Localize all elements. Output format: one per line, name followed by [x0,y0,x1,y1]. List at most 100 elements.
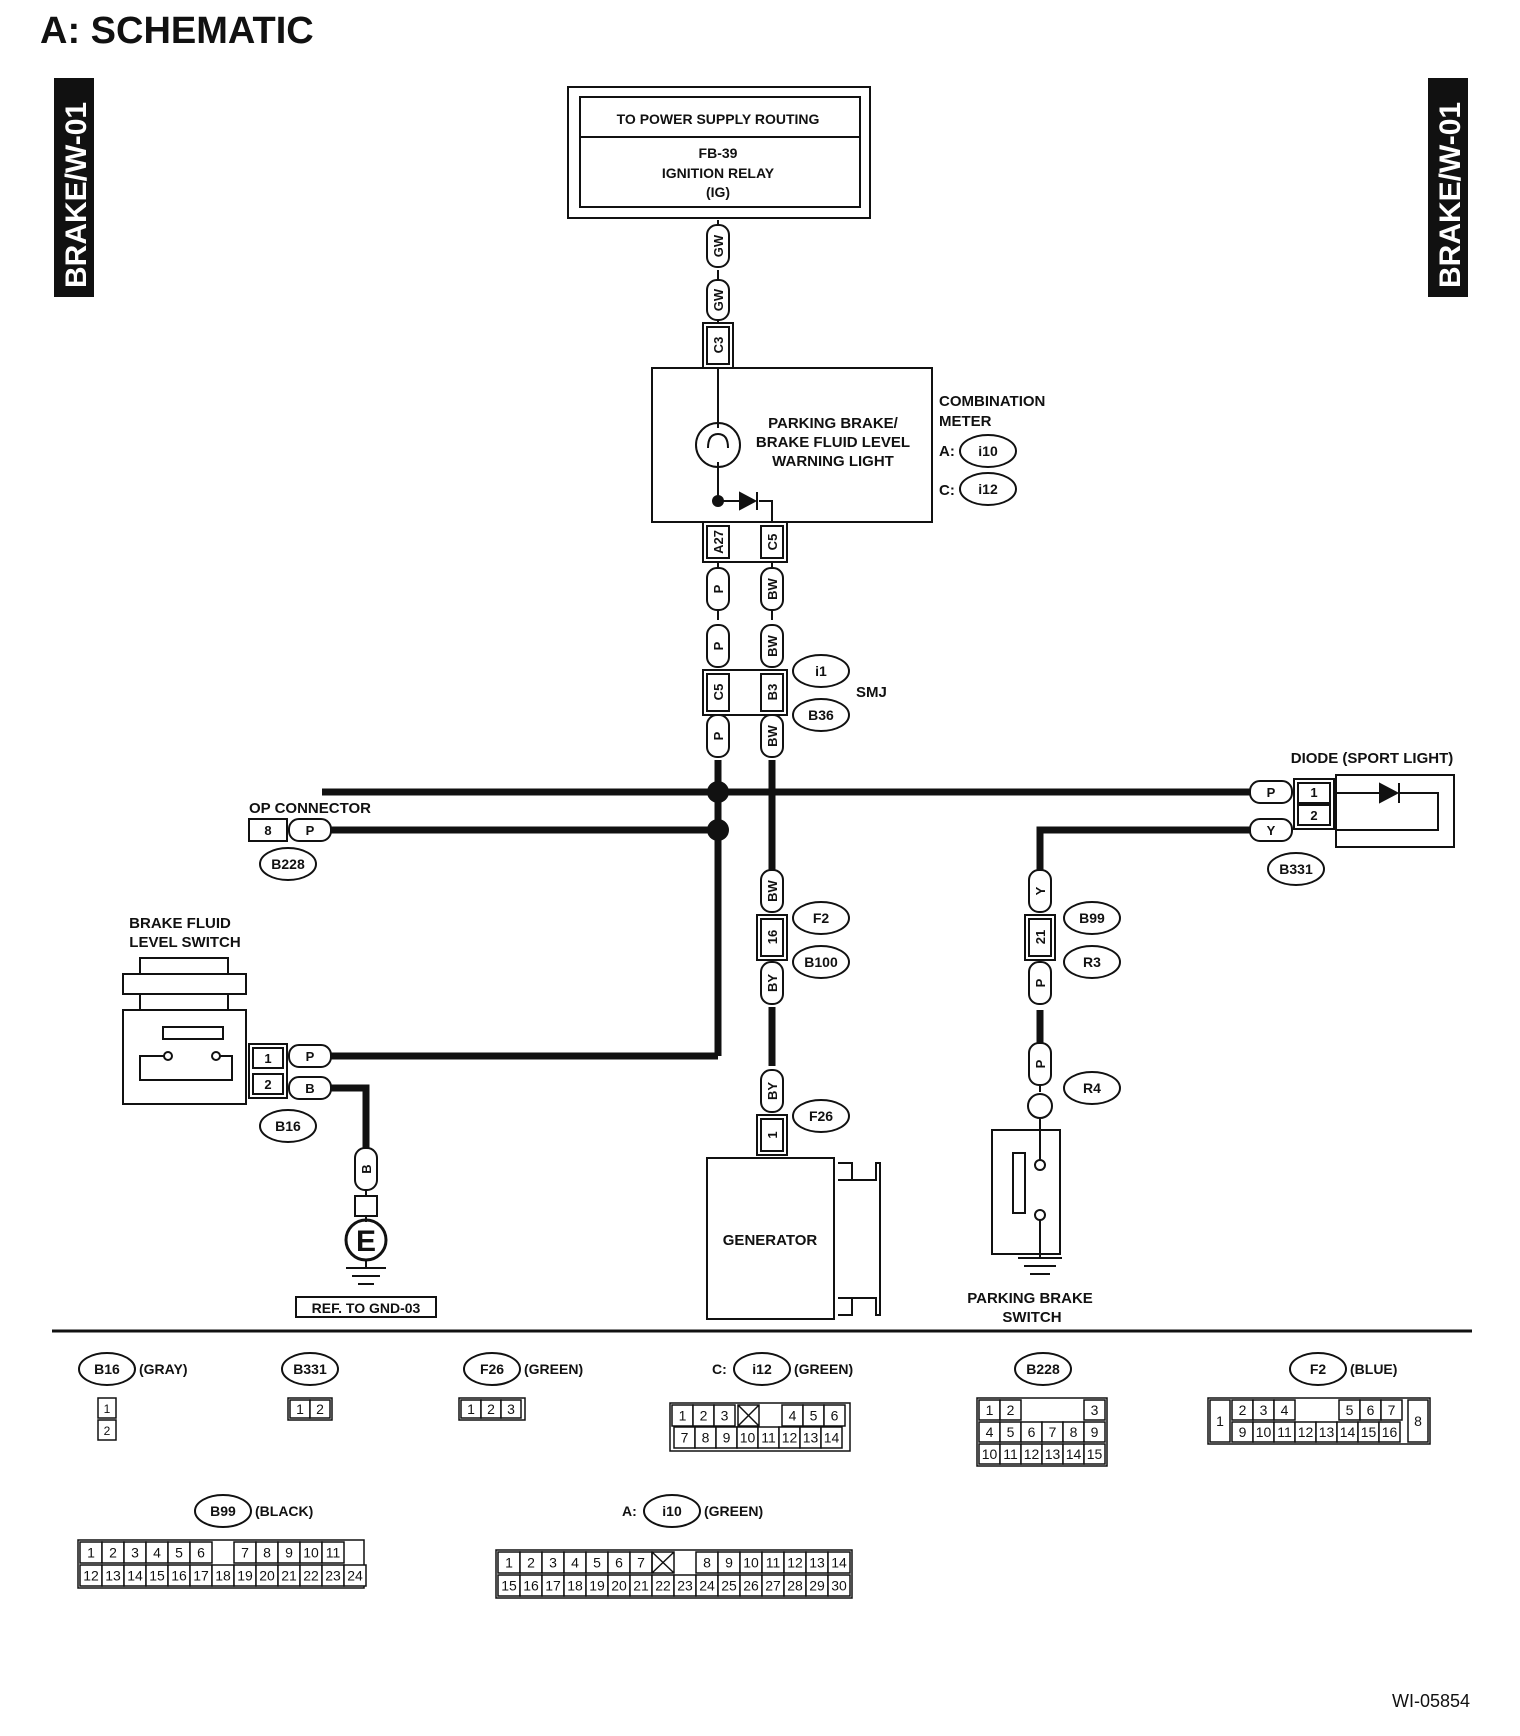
pin-number: 9 [285,1545,293,1561]
pin-number: 3 [507,1401,515,1417]
power-supply-header: TO POWER SUPPLY ROUTING [617,111,820,127]
pin-cell [309,1399,331,1419]
diode-sport-light [1335,774,1455,848]
legend-ellipses [78,1352,1347,1528]
pin-number: 2 [1239,1402,1247,1418]
pin-number: 1 [467,1401,475,1417]
svg-text:B99: B99 [210,1503,236,1519]
svg-text:BRAKE/W-01: BRAKE/W-01 [60,102,93,288]
blocked-pin-icon [651,1551,675,1574]
svg-text:B331: B331 [293,1361,327,1377]
svg-text:i12: i12 [752,1361,772,1377]
svg-text:i10: i10 [662,1503,682,1519]
pin-cell [820,1426,843,1449]
pin-number: 9 [1091,1424,1099,1440]
pin-number: 9 [725,1555,733,1571]
pin-number: 23 [325,1568,341,1584]
svg-text:16: 16 [765,930,780,944]
pin-number: 12 [83,1568,99,1584]
pin-blocks [248,322,1335,1156]
parking-switch-label-2: SWITCH [1002,1309,1061,1326]
svg-text:P: P [1267,785,1276,800]
svg-text:C5: C5 [711,684,726,701]
svg-text:P: P [1033,1059,1048,1068]
pin-number: 12 [1298,1424,1314,1440]
smj-label: SMJ [856,684,887,701]
meter-title-2: METER [939,413,992,430]
pin-number: 20 [611,1578,627,1594]
pin-number: 26 [743,1578,759,1594]
pin-number: 4 [153,1545,161,1561]
pin-cell [1380,1399,1403,1421]
pin-cell [97,1397,117,1419]
pin-number: 12 [782,1430,798,1446]
svg-text:B228: B228 [1026,1361,1060,1377]
power-supply-box [567,86,871,219]
svg-text:21: 21 [1033,930,1048,944]
svg-text:(BLUE): (BLUE) [1350,1361,1397,1377]
svg-text:Y: Y [1033,886,1048,895]
pin-number: 10 [743,1555,759,1571]
svg-text:P: P [711,584,726,593]
pin-number: 11 [761,1430,776,1446]
brake-fluid-switch [122,957,247,1105]
svg-text:R3: R3 [1083,954,1101,970]
pin-number: 8 [1070,1424,1078,1440]
svg-text:F2: F2 [1310,1361,1327,1377]
pin-number: 15 [1087,1446,1103,1462]
svg-text:A27: A27 [711,530,726,554]
pin-number: 1 [986,1402,994,1418]
pin-cell [1209,1399,1231,1443]
pin-number: 8 [263,1545,271,1561]
pin-number: 5 [1346,1402,1354,1418]
parking-brake-switch [991,1093,1062,1275]
svg-text:GW: GW [711,234,726,257]
pin-number: 13 [809,1555,825,1571]
side-tab-left: BRAKE/W-01 [54,78,94,297]
pin-cell [999,1399,1022,1421]
svg-text:B228: B228 [271,856,305,872]
svg-text:BW: BW [765,577,780,599]
svg-text:1: 1 [765,1131,780,1138]
pin-number: 10 [303,1545,319,1561]
pin-number: 6 [197,1545,205,1561]
pin-cell [1407,1399,1429,1443]
pin-number: 11 [1277,1424,1292,1440]
svg-text:P: P [306,1049,315,1064]
pin-number: 11 [1003,1446,1018,1462]
wire-tag-labels: GW GW P BW P BW P BW BW BY BY Y P P B P … [305,234,1275,1174]
pin-number: 7 [241,1545,249,1561]
pin-number: 7 [1388,1402,1396,1418]
pin-number: 4 [789,1408,797,1424]
pin-number: 7 [1049,1424,1057,1440]
svg-text:BW: BW [765,879,780,901]
pin-number: 30 [831,1578,847,1594]
pin-number: 19 [589,1578,605,1594]
pin-cell [1378,1421,1401,1443]
pin-number: 25 [721,1578,737,1594]
svg-text:F26: F26 [809,1108,833,1124]
pin-number: 21 [633,1578,649,1594]
pin-number: 3 [549,1555,557,1571]
pin-labels: C3 A27 C5 C5 B3 16 1 21 8 1 2 1 2 [264,337,1317,1139]
svg-text:P: P [711,731,726,740]
op-connector-label: OP CONNECTOR [249,800,371,817]
svg-text:B16: B16 [275,1118,301,1134]
connector-outline [77,1539,365,1589]
pin-number: 16 [1382,1424,1398,1440]
pin-number: 24 [347,1568,363,1584]
pin-number: 3 [1260,1402,1268,1418]
wire-tags [288,224,1293,1191]
lamp-label-3: WARNING LIGHT [772,453,894,470]
svg-text:(GREEN): (GREEN) [794,1361,853,1377]
connector-ellipses [259,434,1325,1143]
pin-number: 9 [1239,1424,1247,1440]
pin-cell [500,1399,522,1419]
svg-text:A:: A: [622,1503,637,1519]
